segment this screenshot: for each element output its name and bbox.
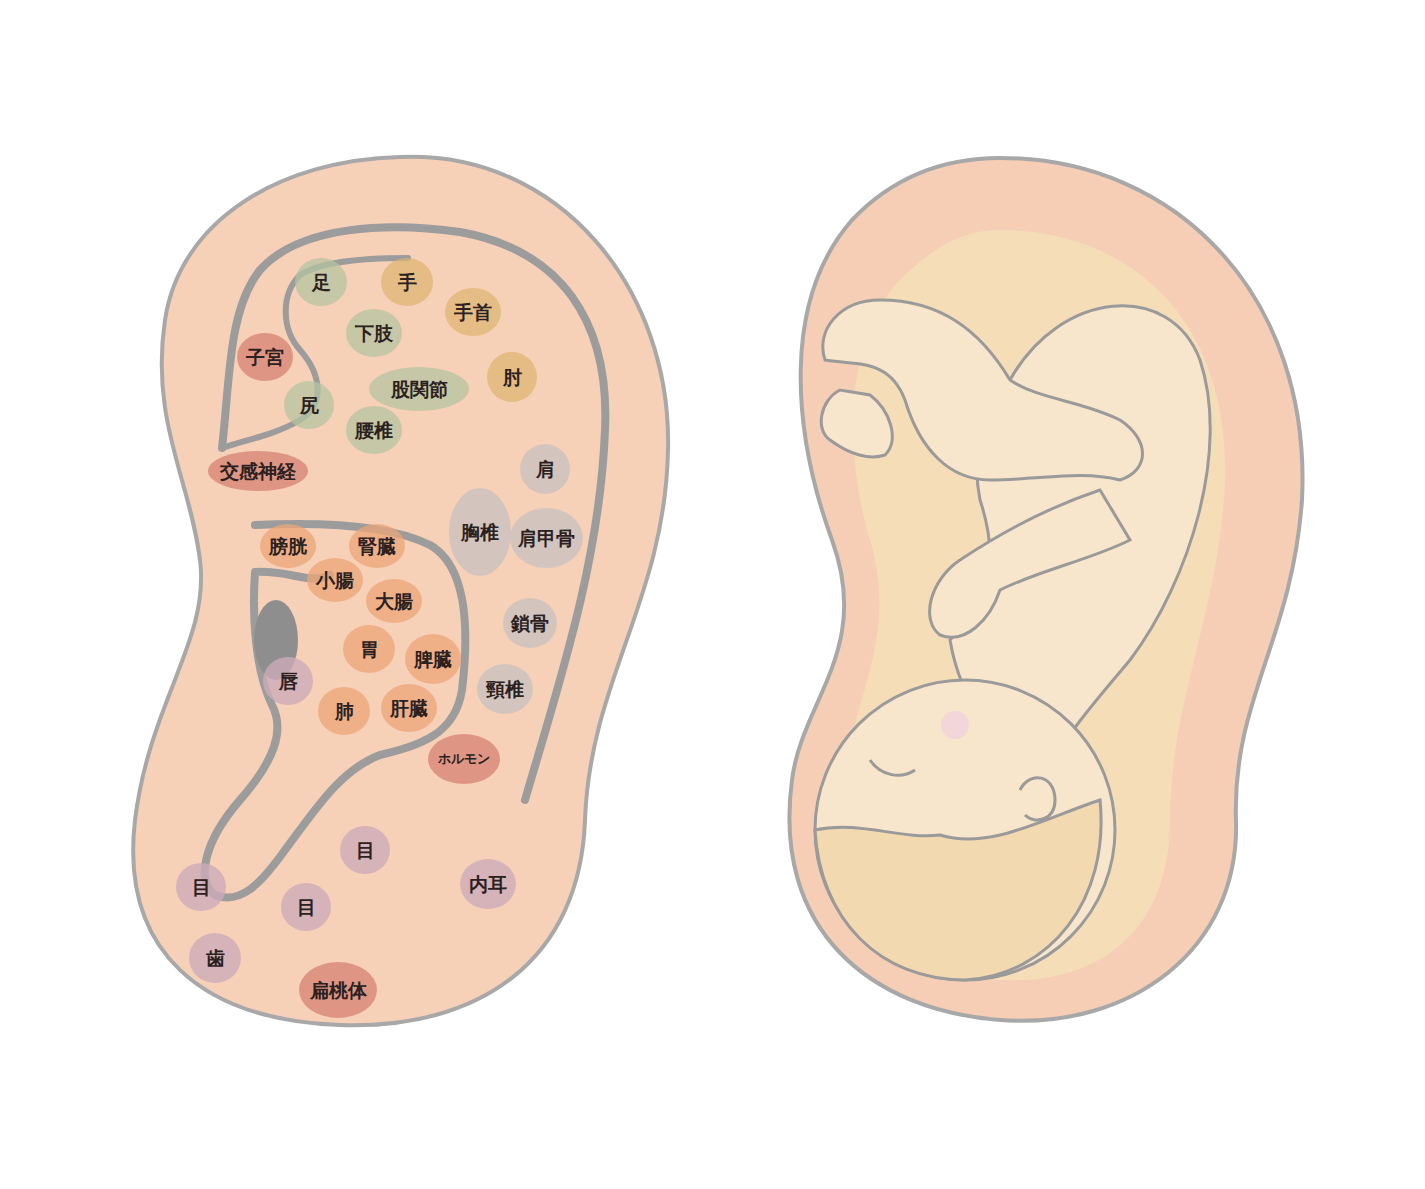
crus-line	[222, 258, 408, 448]
acupoint-circle: 目	[281, 883, 331, 931]
acupoint-circle: 鎖骨	[503, 598, 557, 648]
point-label: 扁桃体	[310, 980, 367, 1001]
fetus-hair	[815, 800, 1101, 980]
point-label: 唇	[279, 671, 298, 692]
point-label: 目	[297, 897, 316, 918]
fetus-foot	[821, 390, 892, 457]
fetus-cheek	[941, 711, 969, 739]
fetus-eye	[870, 760, 915, 775]
acupoint-circle: 腰椎	[346, 406, 402, 454]
acupoint-circle: 肩	[520, 444, 570, 494]
point-label: 肩甲骨	[518, 528, 575, 549]
acupoint-circle: 歯	[189, 933, 241, 983]
acupoint-circle: 目	[176, 863, 226, 911]
point-label: 手	[398, 272, 417, 293]
acupoint-circle: 交感神経	[208, 451, 308, 491]
point-label: 交感神経	[220, 461, 296, 482]
concha-line	[205, 524, 465, 898]
point-label: 歯	[206, 948, 225, 969]
acupoint-circle: 膀胱	[260, 524, 316, 568]
acupoint-circle: 胸椎	[449, 488, 511, 576]
acupoint-circle: 肩甲骨	[510, 508, 583, 568]
acupoint-circle: 小腸	[307, 558, 363, 602]
acupoint-circle: 肝臓	[381, 684, 437, 732]
acupoint-circle: 大腸	[366, 579, 422, 623]
point-label: 頸椎	[486, 679, 524, 700]
point-label: 腰椎	[355, 420, 393, 441]
fetus-head	[815, 680, 1115, 980]
point-label: ホルモン	[438, 752, 490, 766]
acupoint-circle: 手首	[445, 288, 501, 336]
point-label: 尻	[300, 395, 319, 416]
point-label: 肺	[335, 701, 354, 722]
point-label: 胸椎	[461, 522, 499, 543]
point-label: 胃	[360, 639, 379, 660]
point-label: 肘	[503, 367, 522, 388]
ear-outline	[133, 157, 668, 1026]
acupoint-circle: 股関節	[369, 367, 469, 411]
point-label: 腎臓	[358, 536, 396, 557]
fetus-arm	[930, 490, 1130, 637]
acupoint-circle: 頸椎	[477, 664, 533, 714]
point-label: 肝臓	[390, 698, 428, 719]
point-label: 目	[356, 840, 375, 861]
acupoint-circle: 尻	[284, 381, 334, 429]
acupoint-circle: 子宮	[237, 333, 293, 381]
acupoint-circle: 胃	[343, 625, 395, 673]
acupoint-circle: 手	[381, 258, 433, 306]
point-label: 内耳	[469, 874, 507, 895]
point-label: 小腸	[316, 570, 354, 591]
womb-outline	[789, 158, 1302, 1021]
point-label: 手首	[454, 302, 492, 323]
acupoint-circle: 足	[295, 258, 347, 306]
point-label: 足	[312, 272, 331, 293]
point-label: 大腸	[375, 591, 413, 612]
point-label: 子宮	[246, 347, 284, 368]
acupoint-circle: 扁桃体	[299, 962, 377, 1018]
point-label: 目	[192, 877, 211, 898]
acupoint-circle: 下肢	[346, 309, 402, 357]
point-label: 股関節	[391, 379, 448, 400]
point-label: 下肢	[355, 323, 393, 344]
acupoint-circle: 腎臓	[349, 524, 405, 568]
point-label: 脾臓	[414, 649, 452, 670]
acupoint-circle: 肘	[487, 352, 537, 402]
acupoint-circle: 脾臓	[405, 634, 461, 684]
acupoint-circle: ホルモン	[428, 734, 500, 784]
fetus-ear	[1020, 778, 1055, 820]
point-label: 膀胱	[269, 536, 307, 557]
acupoint-circle: 唇	[263, 657, 313, 705]
point-label: 肩	[536, 459, 555, 480]
acupoint-circle: 目	[340, 826, 390, 874]
acupoint-circle: 内耳	[460, 859, 516, 909]
acupoint-circle: 肺	[318, 687, 370, 735]
point-label: 鎖骨	[511, 613, 549, 634]
